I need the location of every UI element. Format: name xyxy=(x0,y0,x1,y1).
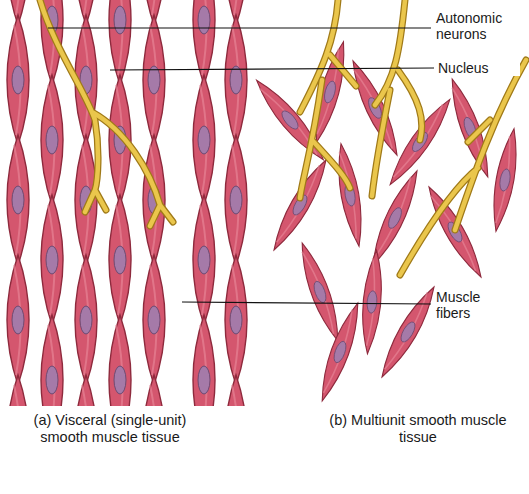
panel-caption: (b) Multiunit smooth muscle tissue xyxy=(318,412,518,446)
panel-caption: (a) Visceral (single-unit) smooth muscle… xyxy=(10,412,210,446)
visceral-muscle-tissue xyxy=(7,0,247,406)
leader-label: Autonomic neurons xyxy=(434,10,524,42)
multiunit-muscle-tissue xyxy=(250,0,526,404)
leader-label: Muscle fibers xyxy=(434,289,518,321)
leader-lines xyxy=(48,28,434,304)
leader-label: Nucleus xyxy=(436,60,520,76)
